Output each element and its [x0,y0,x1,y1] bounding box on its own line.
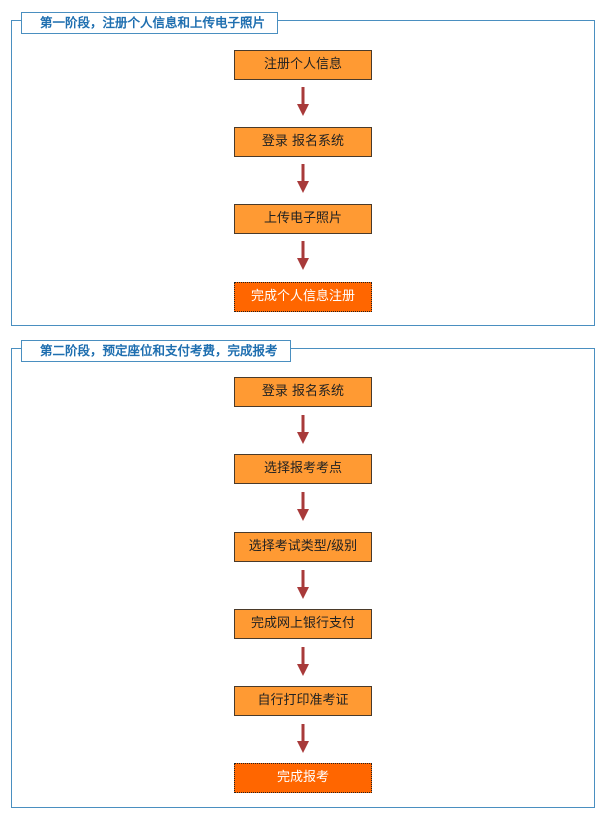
arrow-down-icon [297,724,309,754]
stage-1-step-upload-photo: 上传电子照片 [234,204,372,234]
stage-2-panel: 第二阶段，预定座位和支付考费，完成报考 登录 报名系统 选择报考考点 选择考试类… [11,340,595,808]
stage-2-step-print-admission-ticket: 自行打印准考证 [234,686,372,716]
stage-1-step-login: 登录 报名系统 [234,127,372,157]
stage-1-panel: 第一阶段，注册个人信息和上传电子照片 注册个人信息 登录 报名系统 上传电子照片… [11,12,595,326]
arrow-down-icon [297,647,309,677]
arrow-down-icon [297,87,309,117]
stage-1-step-complete-registration: 完成个人信息注册 [234,282,372,312]
stage-2-step-online-payment: 完成网上银行支付 [234,609,372,639]
stage-2-step-select-exam-type: 选择考试类型/级别 [234,532,372,562]
arrow-down-icon [297,164,309,194]
stage-1-title: 第一阶段，注册个人信息和上传电子照片 [21,12,279,34]
stage-1-step-register-info: 注册个人信息 [234,50,372,80]
stage-2-step-login: 登录 报名系统 [234,377,372,407]
stage-2-title: 第二阶段，预定座位和支付考费，完成报考 [21,340,291,362]
stage-2-step-complete-enrollment: 完成报考 [234,763,372,793]
arrow-down-icon [297,492,309,522]
arrow-down-icon [297,241,309,271]
arrow-down-icon [297,415,309,445]
stage-2-step-select-venue: 选择报考考点 [234,454,372,484]
arrow-down-icon [297,570,309,600]
